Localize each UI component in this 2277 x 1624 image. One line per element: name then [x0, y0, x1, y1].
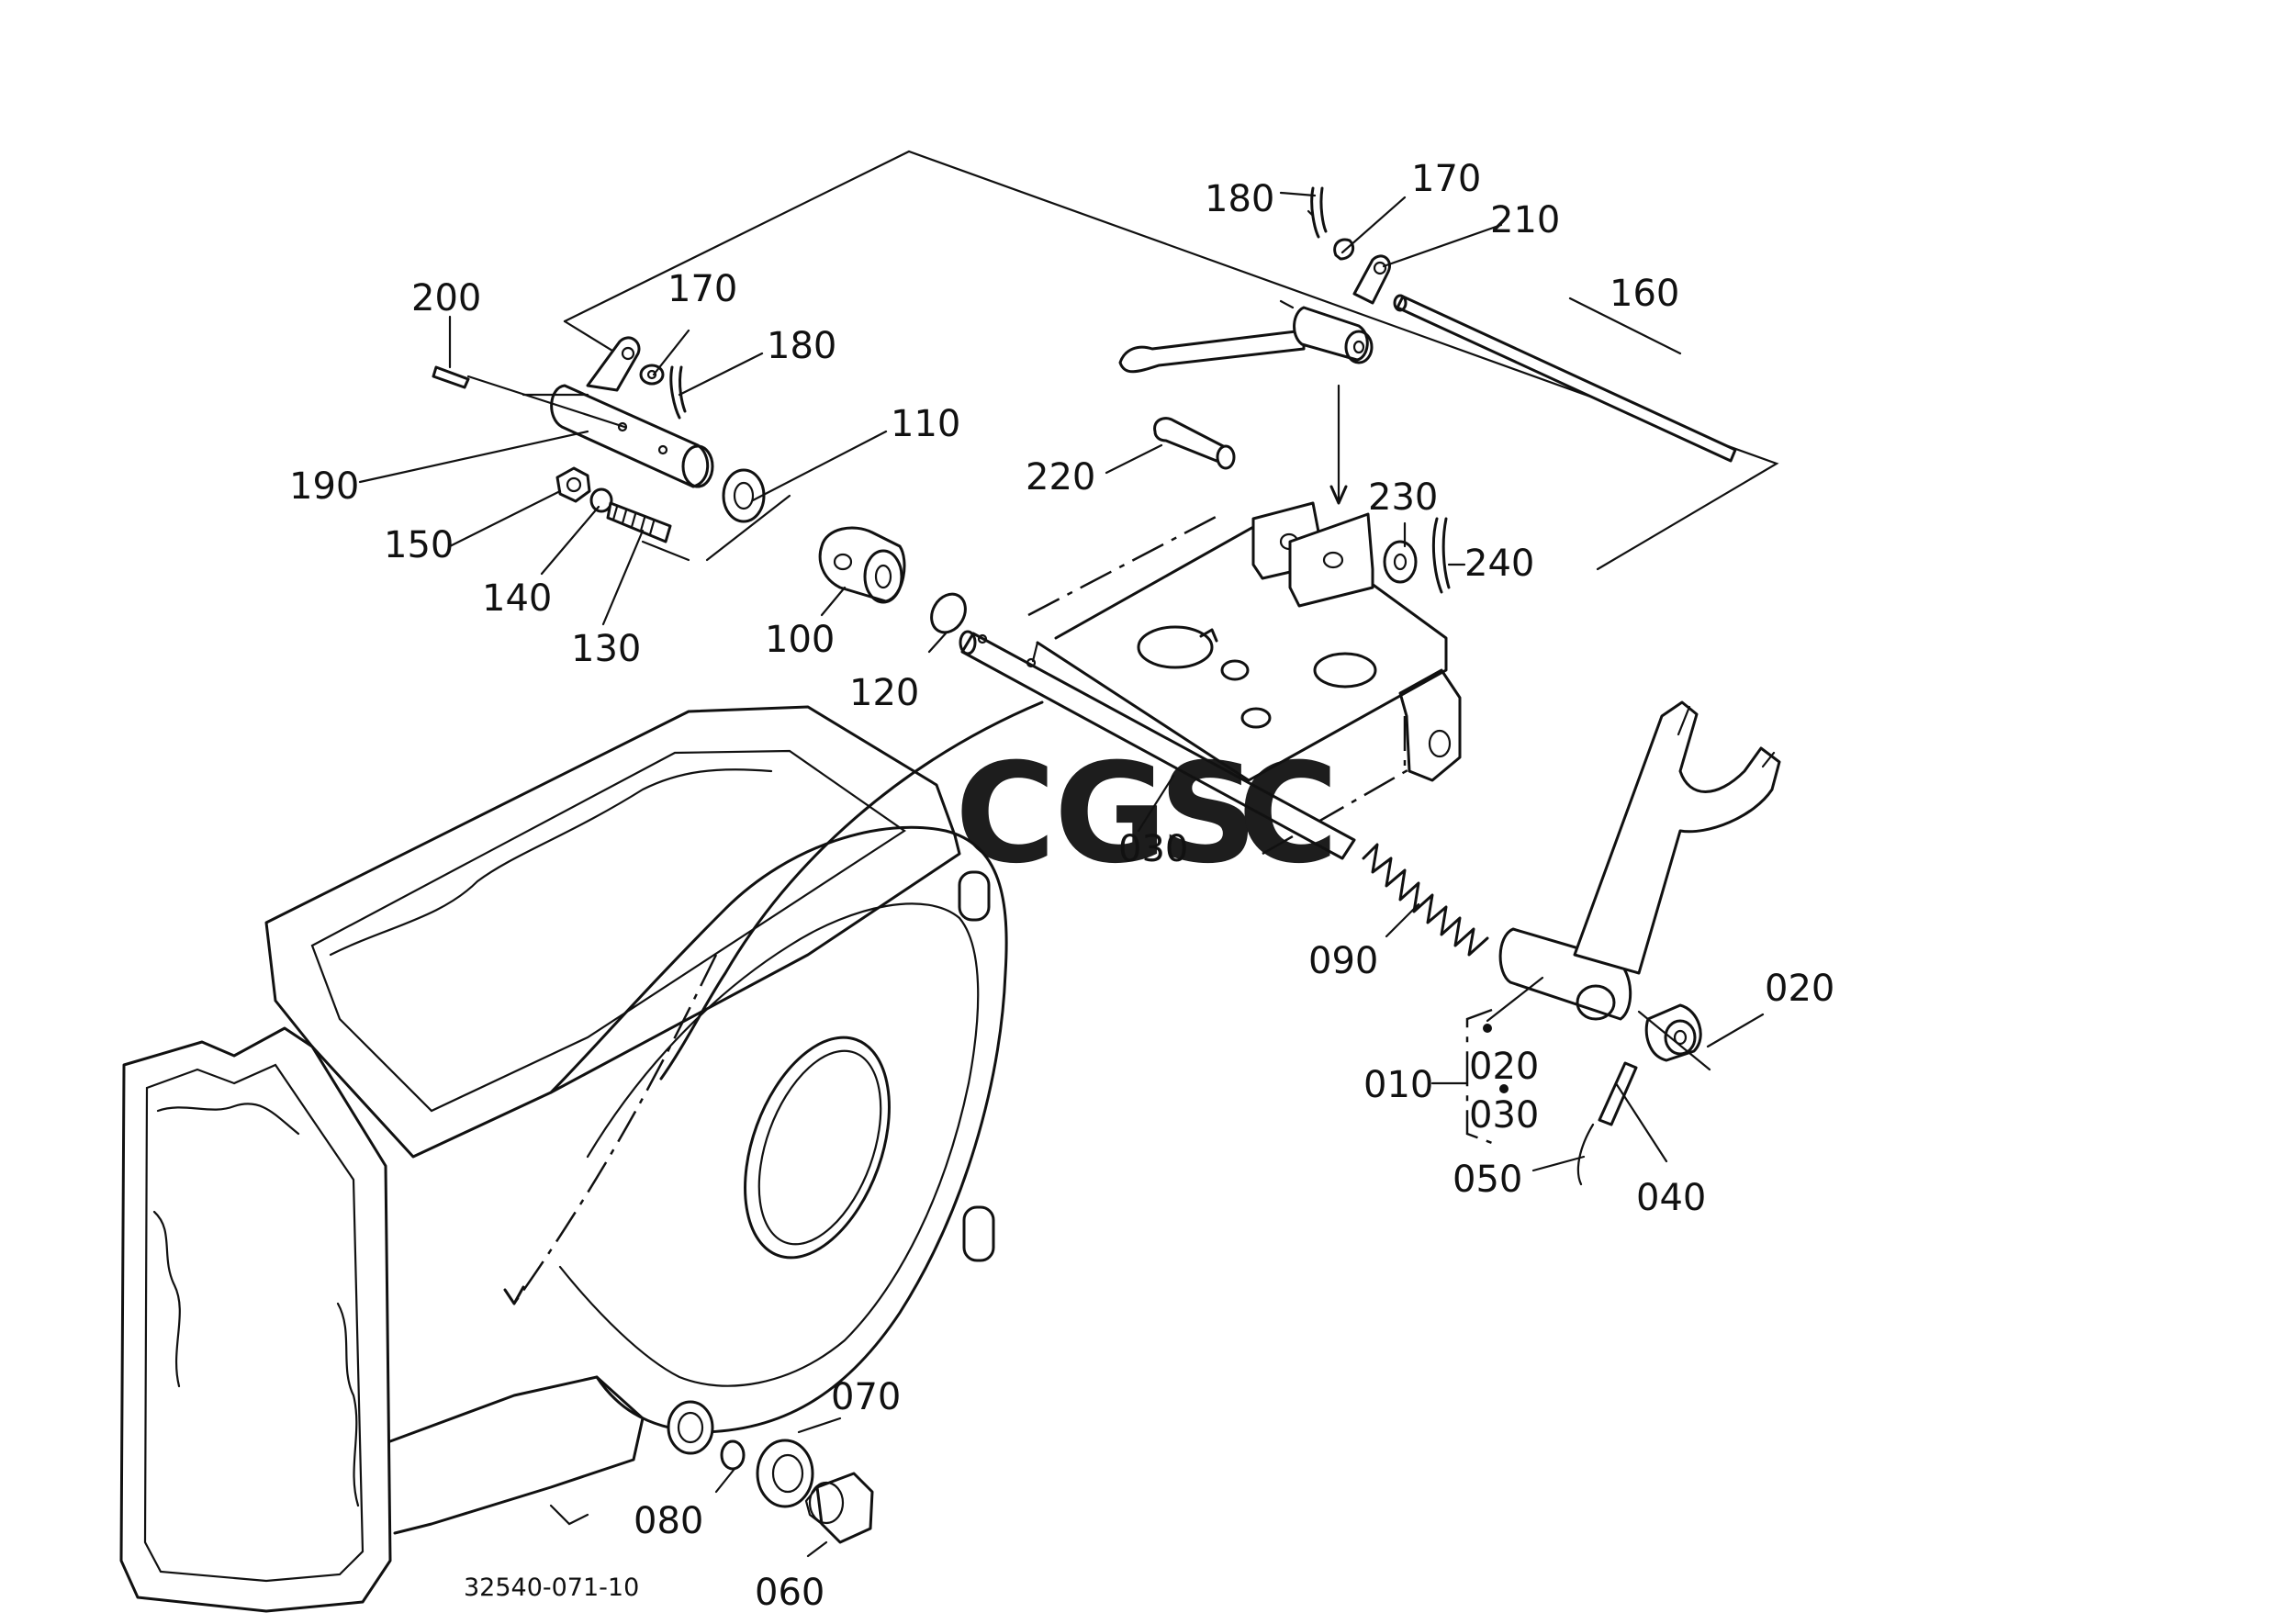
diagram-code: 32540-071-10 [464, 1574, 639, 1602]
spring-090 [1362, 843, 1489, 957]
lever-210 [1118, 186, 1737, 463]
callout-020-group: 020 [1469, 1046, 1539, 1088]
callout-030-rod: 030 [1118, 828, 1188, 870]
callout-110: 110 [891, 403, 960, 445]
callout-220: 220 [1026, 456, 1095, 498]
callout-140: 140 [482, 577, 552, 620]
callout-230: 230 [1368, 476, 1438, 519]
callout-labels: 200 170 180 110 190 150 140 130 100 120 … [289, 158, 1834, 1614]
shaft-joint-100 [818, 526, 967, 634]
drain-plug-group [720, 1439, 874, 1544]
leader-lines [358, 191, 1765, 1558]
callout-210: 210 [1490, 199, 1560, 241]
callout-170-left: 170 [667, 268, 737, 310]
callout-070: 070 [831, 1376, 901, 1418]
callout-170-right: 170 [1411, 158, 1481, 200]
shift-plate [1031, 384, 1462, 782]
watermark-letter-g: G [1054, 734, 1167, 894]
watermark-letter-c2: C [1238, 734, 1339, 894]
assembly-outline [563, 150, 1779, 856]
callout-200: 200 [411, 277, 481, 319]
callout-160: 160 [1610, 273, 1679, 315]
shift-fork-010 [1465, 700, 1781, 1186]
callout-130: 130 [571, 628, 641, 670]
shift-rod-030 [959, 630, 1356, 860]
watermark: C G S C [955, 734, 1339, 894]
callout-090: 090 [1308, 940, 1378, 982]
pin-220 [1153, 417, 1451, 594]
callout-180-left: 180 [767, 325, 836, 367]
callout-190: 190 [289, 465, 359, 508]
lever-190 [432, 336, 766, 543]
callout-080: 080 [634, 1500, 703, 1542]
callout-040: 040 [1636, 1177, 1706, 1219]
callout-180-right: 180 [1205, 178, 1274, 220]
watermark-letter-c1: C [955, 734, 1056, 894]
callout-060: 060 [755, 1572, 824, 1614]
watermark-letter-s: S [1159, 734, 1258, 894]
transmission-housing [119, 700, 1044, 1613]
callout-030-group: 030 [1469, 1094, 1539, 1137]
callout-100: 100 [765, 619, 835, 661]
callout-020: 020 [1765, 968, 1834, 1010]
callout-120: 120 [849, 672, 919, 714]
callout-010: 010 [1363, 1064, 1433, 1106]
callout-150: 150 [384, 524, 454, 566]
callout-050: 050 [1453, 1159, 1522, 1201]
callout-240: 240 [1464, 543, 1534, 585]
